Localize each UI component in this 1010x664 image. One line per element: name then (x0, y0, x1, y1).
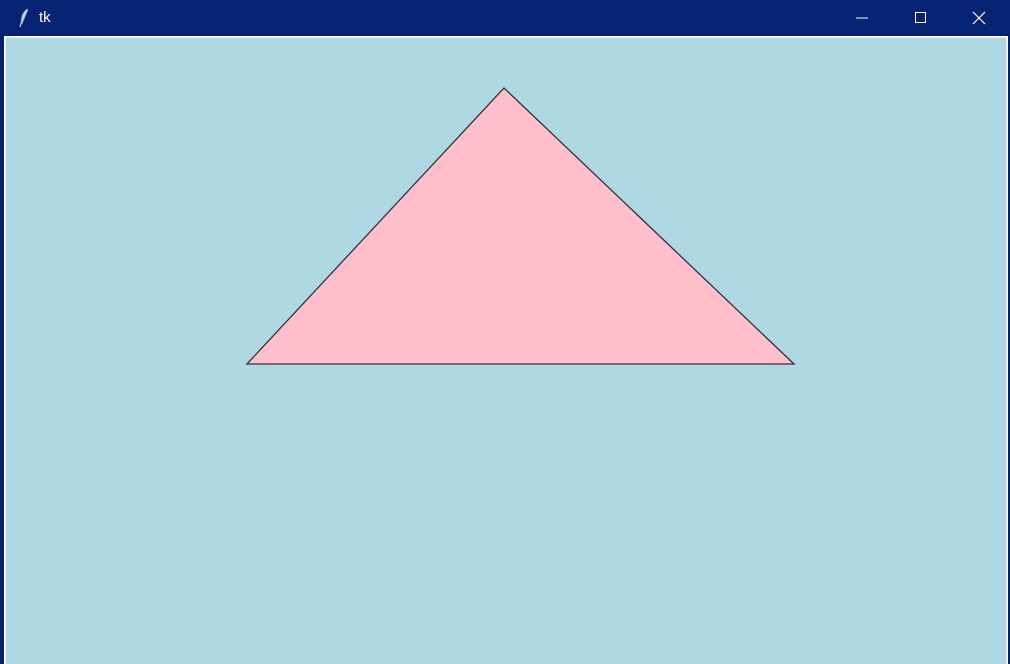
pink-triangle (245, 87, 796, 365)
title-bar[interactable]: tk (0, 0, 1010, 36)
minimize-button[interactable] (833, 0, 891, 36)
drawing-canvas[interactable] (6, 38, 1006, 664)
close-button[interactable] (950, 0, 1008, 36)
canvas-svg (245, 87, 796, 365)
feather-icon (17, 8, 31, 28)
maximize-icon (915, 12, 926, 23)
window-title: tk (39, 9, 51, 26)
maximize-button[interactable] (891, 0, 949, 36)
close-icon (972, 11, 986, 25)
minimize-icon (856, 17, 868, 19)
